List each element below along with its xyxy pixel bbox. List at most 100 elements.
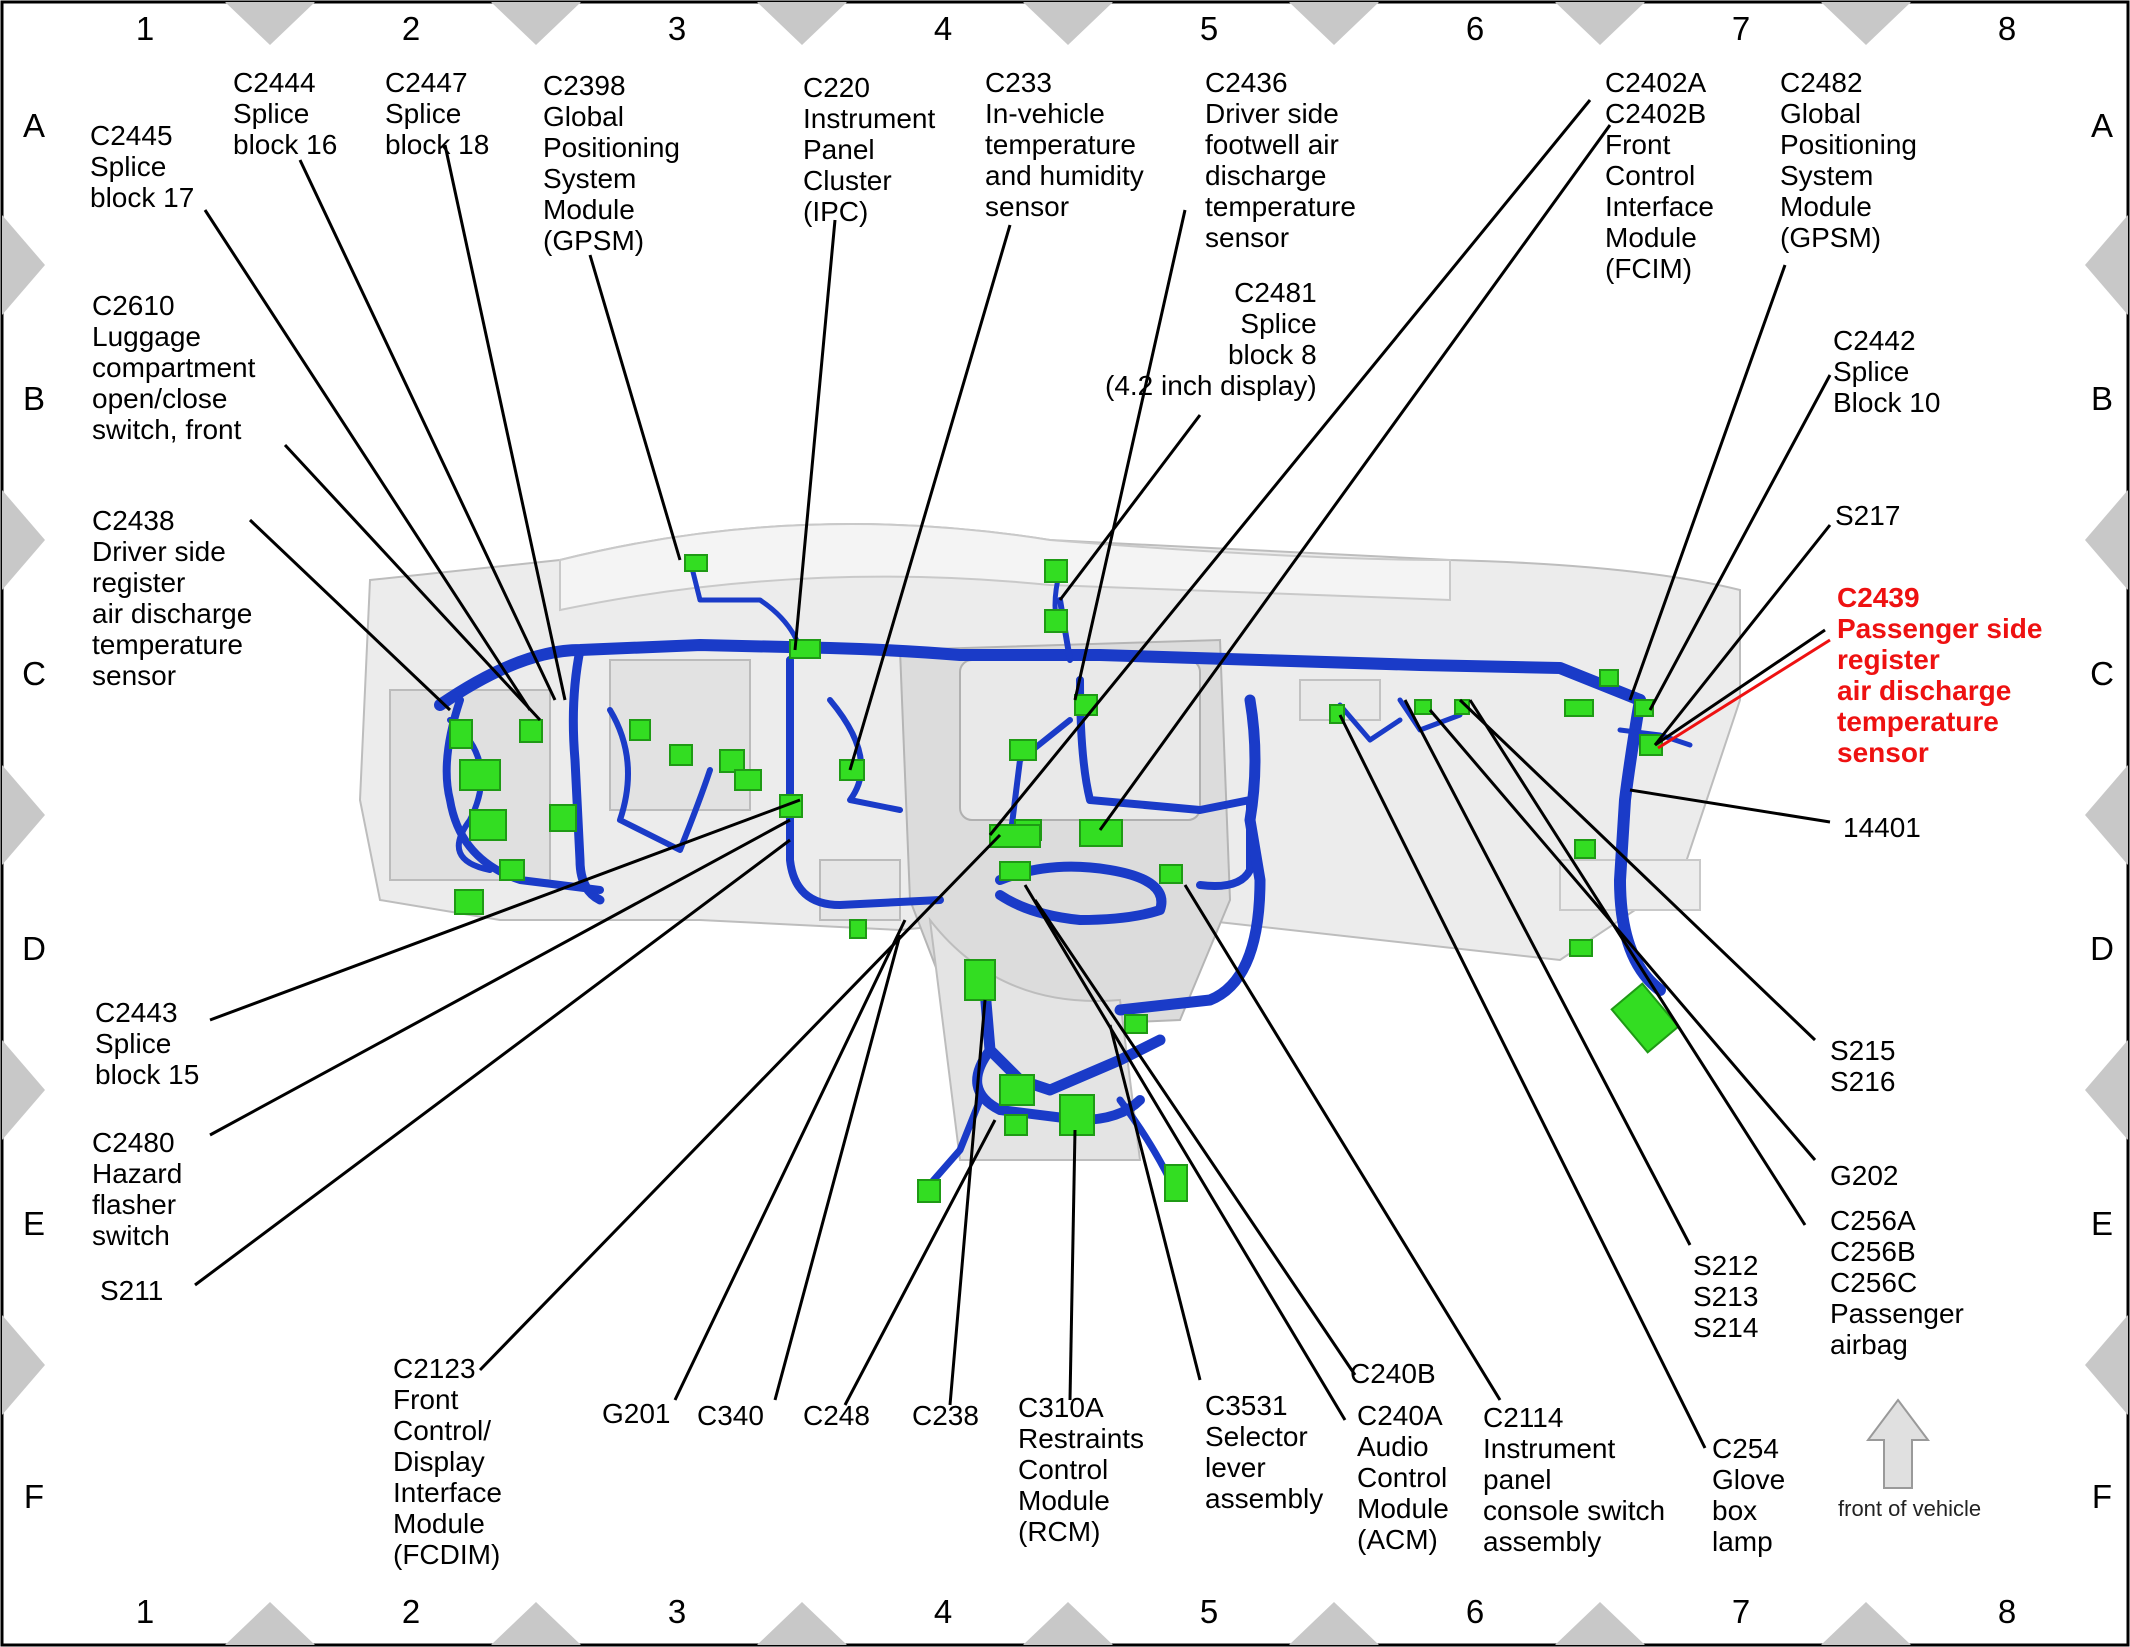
label-c240b: C240B [1350, 1358, 1436, 1389]
label-line: S212 [1693, 1250, 1759, 1281]
label-s217: S217 [1835, 500, 1900, 531]
label-line: lever [1205, 1452, 1266, 1483]
grid-col-4-top: 4 [933, 10, 953, 47]
label-line: block 18 [385, 129, 490, 160]
label-c2436: C2436 Driver side footwell air discharge… [1205, 67, 1356, 253]
label-line: front of vehicle [1838, 1496, 1982, 1521]
label-line: switch [92, 1220, 170, 1251]
label-line: C240B [1350, 1358, 1436, 1389]
label-line: Control [1605, 160, 1696, 191]
label-s215: S215 S216 [1830, 1035, 1895, 1097]
label-line: register [1837, 644, 1940, 675]
grid-row-e-right: E [2090, 1205, 2113, 1242]
label-line: C220 [803, 72, 870, 103]
label-line: C2402A [1605, 67, 1707, 98]
label-c240a: C240A Audio Control Module (ACM) [1357, 1400, 1449, 1555]
label-line: Control [1018, 1454, 1109, 1485]
label-g201: G201 [602, 1398, 671, 1429]
label-c2610: C2610 Luggage compartment open/close swi… [92, 290, 255, 445]
label-line: C310A [1018, 1392, 1104, 1423]
grid-row-c-left: C [22, 655, 46, 692]
label-line: Driver side [92, 536, 226, 567]
connectors [449, 554, 1680, 1203]
label-c2480: C2480 Hazard flasher switch [92, 1127, 182, 1251]
label-line: Splice [385, 98, 462, 129]
label-c2443: C2443 Splice block 15 [95, 997, 199, 1090]
label-line: G202 [1830, 1160, 1899, 1191]
front-of-vehicle-label: front of vehicle [1838, 1496, 1981, 1522]
label-line: Instrument [1483, 1433, 1616, 1464]
label-line: Cluster [803, 165, 892, 196]
label-line: Selector [1205, 1421, 1308, 1452]
label-line: lamp [1712, 1526, 1773, 1557]
label-line: S217 [1835, 500, 1901, 531]
label-line: Module [1357, 1493, 1449, 1524]
callout-leader-lines [194, 99, 1832, 1449]
grid-row-b-right: B [2090, 380, 2113, 417]
label-line: Positioning [543, 132, 680, 163]
label-c2444: C2444 Splice block 16 [233, 67, 337, 160]
grid-row-a-right: A [2090, 107, 2113, 144]
label-line: C240A [1357, 1400, 1443, 1431]
label-line: C2442 [1833, 325, 1916, 356]
label-line: System [1780, 160, 1874, 191]
label-line: S216 [1830, 1066, 1896, 1097]
grid-col-2-top: 2 [401, 10, 421, 47]
label-line: Control/ [393, 1415, 492, 1446]
label-line: temperature [985, 129, 1136, 160]
label-line: C2447 [385, 67, 468, 98]
label-line: airbag [1830, 1329, 1908, 1360]
label-line: System [543, 163, 637, 194]
grid-col-7-bottom: 7 [1731, 1593, 1751, 1630]
label-c2123: C2123 Front Control/ Display Interface M… [393, 1353, 502, 1570]
label-line: block 16 [233, 129, 338, 160]
grid-col-6-bottom: 6 [1465, 1593, 1485, 1630]
label-line: Panel [803, 134, 875, 165]
label-line: C2482 [1780, 67, 1863, 98]
label-line: panel [1483, 1464, 1552, 1495]
grid-row-f-right: F [2091, 1478, 2113, 1515]
label-line: C2445 [90, 120, 173, 151]
grid-col-2-bottom: 2 [401, 1593, 421, 1630]
label-c254: C254 Glove box lamp [1712, 1433, 1785, 1557]
label-line: C2402B [1605, 98, 1707, 129]
grid-col-7-top: 7 [1731, 10, 1751, 47]
label-line: sensor [1205, 222, 1290, 253]
label-line: C256C [1830, 1267, 1918, 1298]
label-c310a: C310A Restraints Control Module (RCM) [1018, 1392, 1144, 1547]
label-line: compartment [92, 352, 256, 383]
label-line: S215 [1830, 1035, 1896, 1066]
label-line: Driver side [1205, 98, 1339, 129]
label-line: Passenger side [1837, 613, 2043, 644]
label-line: console switch [1483, 1495, 1666, 1526]
label-line: block 8 [1227, 339, 1317, 370]
label-c238: C238 [912, 1400, 979, 1431]
label-line: Splice [90, 151, 167, 182]
label-line: air discharge [92, 598, 253, 629]
grid-col-3-top: 3 [667, 10, 687, 47]
label-line: Audio [1357, 1431, 1429, 1462]
label-c2398: C2398 Global Positioning System Module (… [543, 70, 680, 256]
label-line: Interface [393, 1477, 502, 1508]
label-line: sensor [92, 660, 177, 691]
label-line: Front [393, 1384, 459, 1415]
label-line: Hazard [92, 1158, 183, 1189]
label-line: Splice [95, 1028, 172, 1059]
grid-col-8-bottom: 8 [1997, 1593, 2017, 1630]
label-c2447: C2447 Splice block 18 [385, 67, 489, 160]
label-line: and humidity [985, 160, 1144, 191]
grid-row-d-left: D [22, 930, 46, 967]
label-line: C2123 [393, 1353, 476, 1384]
label-line: Display [393, 1446, 485, 1477]
label-line: C256B [1830, 1236, 1916, 1267]
label-line: (IPC) [803, 196, 869, 227]
label-line: block 17 [90, 182, 195, 213]
label-line: Module [1780, 191, 1872, 222]
label-line: block 15 [95, 1059, 200, 1090]
label-line: (FCDIM) [393, 1539, 501, 1570]
label-line: Splice [1240, 308, 1317, 339]
label-line: C2114 [1483, 1402, 1564, 1433]
label-line: C2481 [1234, 277, 1317, 308]
label-c248: C248 [803, 1400, 870, 1431]
